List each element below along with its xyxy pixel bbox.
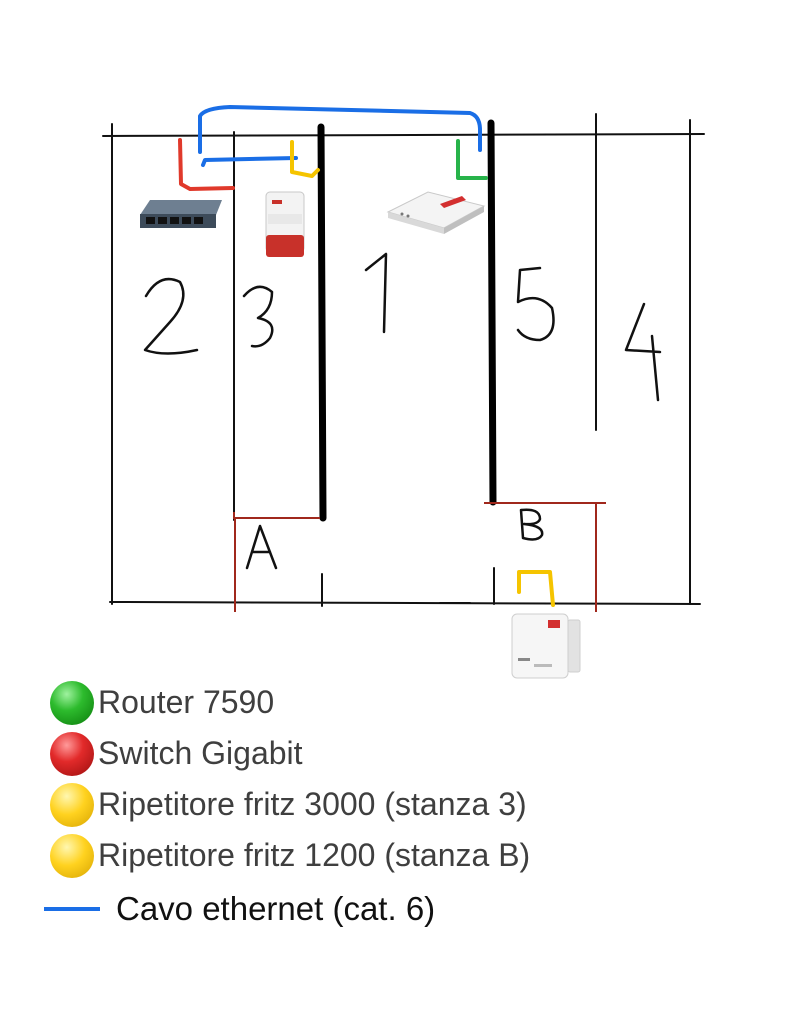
legend-item-repeater-1200: Ripetitore fritz 1200 (stanza B) — [50, 830, 750, 881]
cable-label: Cavo ethernet (cat. 6) — [116, 890, 436, 927]
room-numbers-drawn — [143, 252, 662, 570]
room-a-letter — [245, 524, 278, 570]
red-circle-icon — [50, 731, 94, 776]
blue-line-icon — [44, 907, 100, 911]
yellow-circle-icon — [50, 833, 94, 878]
top-wall — [102, 133, 705, 137]
switch-cable — [178, 138, 235, 191]
room-2-digit — [143, 277, 199, 355]
ethernet-cable-main — [198, 105, 482, 154]
sub-room-walls — [233, 502, 606, 612]
room-1-digit — [364, 252, 388, 334]
room-5-digit — [516, 266, 555, 342]
repeater-1200-cable — [517, 570, 555, 607]
repeater-3000-cable — [290, 140, 320, 178]
fritz-router-icon — [386, 191, 486, 234]
room-4-digit — [624, 302, 662, 402]
room-b-letter — [519, 508, 544, 541]
bottom-wall — [109, 601, 701, 605]
legend-label: Ripetitore fritz 1200 (stanza B) — [98, 837, 531, 873]
legend-item-ethernet-cable: Cavo ethernet (cat. 6) — [44, 890, 435, 928]
thick-wall-left — [317, 123, 327, 522]
legend-label: Ripetitore fritz 3000 (stanza 3) — [98, 786, 527, 822]
network-switch-icon — [140, 200, 222, 228]
legend-label: Switch Gigabit — [98, 735, 303, 771]
room-a-top-wall — [233, 512, 320, 519]
room-labels: 2 3 1 5 4 A B — [0, 0, 1, 1]
cables — [178, 105, 555, 607]
yellow-circle-icon — [50, 782, 94, 827]
ethernet-cable-branch — [201, 156, 298, 167]
legend-label: Router 7590 — [98, 684, 275, 720]
fritz-repeater-3000-icon — [265, 191, 305, 257]
router-cable — [456, 139, 488, 180]
room-3-digit — [242, 285, 274, 348]
thick-walls — [317, 119, 497, 522]
walls — [102, 113, 705, 607]
thick-wall-right — [487, 119, 497, 506]
green-circle-icon — [50, 680, 94, 725]
legend-item-router: Router 7590 — [50, 677, 750, 728]
legend-item-repeater-3000: Ripetitore fritz 3000 (stanza 3) — [50, 779, 750, 830]
legend-item-switch: Switch Gigabit — [50, 728, 750, 779]
fritz-repeater-1200-icon — [511, 613, 581, 679]
legend: Router 7590 Switch Gigabit Ripetitore fr… — [50, 677, 750, 881]
